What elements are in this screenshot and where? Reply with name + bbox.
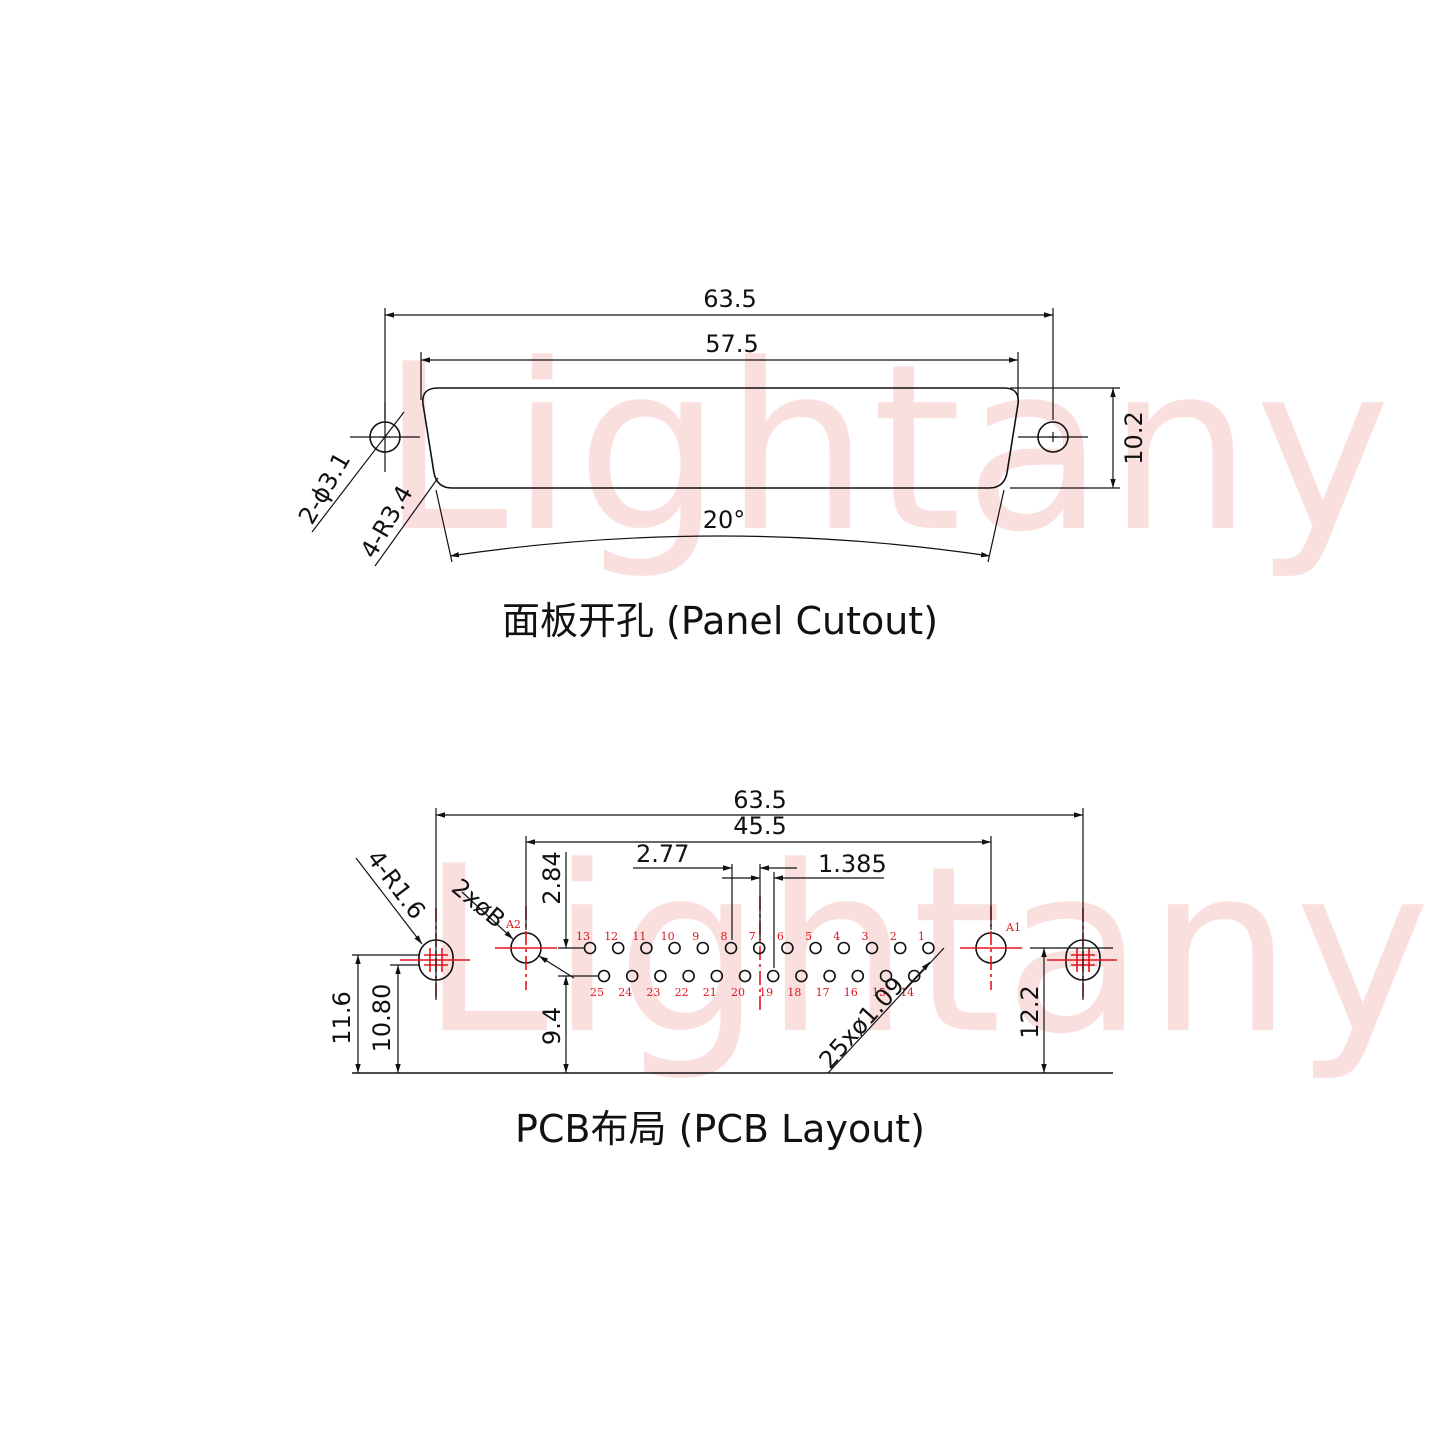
- top-pin-1: [922, 941, 935, 955]
- top-pin-12: [611, 941, 625, 955]
- top-pin-13: [583, 941, 597, 955]
- label-a1: A1: [1005, 921, 1021, 934]
- top-pin-label-8: 8: [721, 930, 728, 943]
- panel-hole-callout: 2-ϕ3.1: [293, 448, 356, 529]
- bottom-pin-label-22: 22: [675, 986, 689, 999]
- panel-shell-width: 57.5: [705, 330, 758, 358]
- pcb-height-9-4: 9.4: [538, 1007, 566, 1045]
- top-pin-label-13: 13: [576, 930, 590, 943]
- top-pin-3: [865, 941, 879, 955]
- bottom-pin-20: [738, 969, 752, 983]
- bottom-pin-label-19: 19: [759, 986, 773, 999]
- pcb-pin-pitch: 2.77: [636, 840, 689, 868]
- watermark-top: Lightany: [380, 316, 1393, 583]
- pcb-mount-hole-a1: A1: [960, 906, 1022, 990]
- label-a2: A2: [505, 918, 521, 931]
- panel-overall-width: 63.5: [703, 285, 756, 313]
- top-pin-label-7: 7: [749, 930, 756, 943]
- bottom-pin-23: [654, 969, 667, 983]
- top-pin-label-4: 4: [833, 930, 840, 943]
- bottom-pin-label-25: 25: [590, 986, 604, 999]
- pcb-layout-caption: PCB布局 (PCB Layout): [515, 1107, 925, 1151]
- bottom-pin-19: [766, 969, 780, 983]
- top-pin-8: [724, 941, 738, 955]
- d-shell-outline: [421, 387, 1020, 489]
- top-pin-label-5: 5: [805, 930, 812, 943]
- watermark-bottom: Lightany: [420, 818, 1433, 1085]
- pcb-row-gap: 2.84: [538, 851, 566, 904]
- bottom-pin-25: [597, 969, 611, 983]
- top-pin-label-1: 1: [918, 930, 925, 943]
- bottom-pin-14: [907, 969, 921, 983]
- bottom-pin-label-16: 16: [844, 986, 858, 999]
- pcb-hole-spacing: 45.5: [733, 812, 786, 840]
- top-pin-label-3: 3: [862, 930, 869, 943]
- bottom-pin-24: [625, 969, 639, 983]
- top-pin-10: [668, 941, 681, 955]
- bottom-pin-label-14: 14: [900, 986, 914, 999]
- top-pin-label-6: 6: [777, 930, 784, 943]
- panel-angle: 20°: [703, 506, 746, 534]
- pcb-height-10-80: 10.80: [368, 984, 396, 1053]
- top-pin-2: [893, 941, 907, 955]
- top-pin-label-9: 9: [692, 930, 699, 943]
- panel-cutout-caption: 面板开孔 (Panel Cutout): [502, 599, 938, 643]
- bottom-pin-label-18: 18: [787, 986, 801, 999]
- bottom-pin-15: [879, 969, 893, 983]
- top-pin-6: [781, 941, 794, 955]
- top-pin-label-11: 11: [632, 930, 646, 943]
- panel-height: 10.2: [1120, 411, 1148, 464]
- top-pin-7: [752, 941, 766, 955]
- top-pin-4: [837, 941, 851, 955]
- bottom-pin-label-17: 17: [816, 986, 830, 999]
- bottom-pin-22: [682, 969, 695, 983]
- top-pin-5: [809, 941, 822, 955]
- bottom-pin-18: [795, 969, 808, 983]
- bottom-pin-label-20: 20: [731, 986, 745, 999]
- top-pin-9: [696, 941, 710, 955]
- pcb-height-12-2: 12.2: [1016, 985, 1044, 1038]
- top-pin-label-12: 12: [604, 930, 618, 943]
- top-pin-label-10: 10: [661, 930, 675, 943]
- pcb-overall-width: 63.5: [733, 786, 786, 814]
- bottom-pin-label-24: 24: [618, 986, 632, 999]
- bottom-pin-row: 25 24 23 22 21 20 19 18 17 16 15 14: [590, 969, 921, 999]
- pcb-height-11-6: 11.6: [328, 991, 356, 1044]
- bottom-pin-21: [710, 969, 724, 983]
- bottom-pin-label-23: 23: [646, 986, 660, 999]
- pcb-row-offset: 1.385: [818, 850, 887, 878]
- bottom-pin-16: [851, 969, 865, 983]
- bottom-pin-label-21: 21: [703, 986, 717, 999]
- top-pin-11: [640, 941, 653, 955]
- bottom-pin-17: [823, 969, 836, 983]
- top-pin-row: 13 12 11 10 9 8 7 6 5 4 3 2 1: [576, 930, 935, 955]
- bottom-pin-label-15: 15: [872, 986, 886, 999]
- top-pin-label-2: 2: [890, 930, 897, 943]
